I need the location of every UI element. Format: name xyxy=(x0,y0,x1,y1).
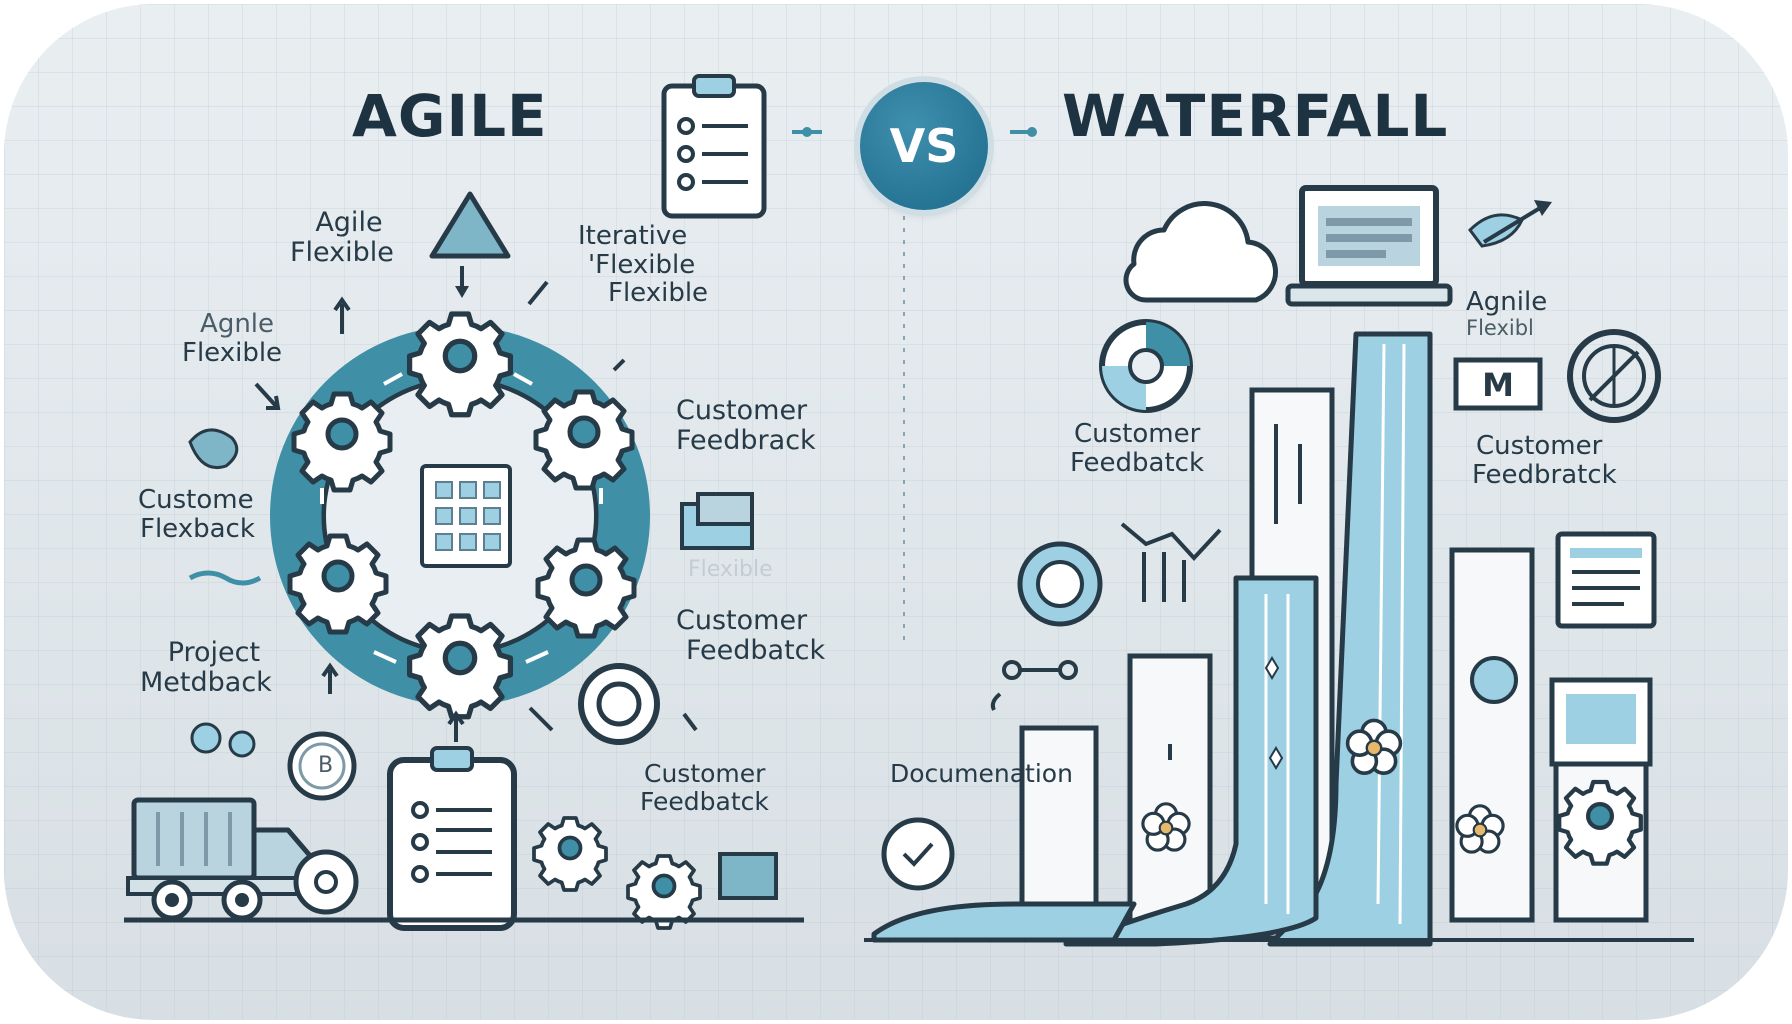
label-customer-feedback-3: Customer Feedbatck xyxy=(640,760,769,815)
label-line: Customer xyxy=(644,759,766,788)
label-line: Feedbratck xyxy=(1472,459,1617,490)
label-faded-flexible: Flexible xyxy=(688,557,773,582)
label-line: Project xyxy=(167,637,261,668)
label-line: Feedbatck xyxy=(640,786,769,816)
grid-board-icon xyxy=(420,464,512,568)
bar-marks xyxy=(1168,424,1518,760)
clipboard-icon xyxy=(387,746,517,931)
coin-icon xyxy=(287,731,359,915)
vs-badge: VS xyxy=(860,82,988,210)
label-line: Customer xyxy=(1476,431,1603,461)
label-iterative-flexible: Iterative 'Flexible Flexible xyxy=(578,222,708,308)
truck-icon xyxy=(126,797,320,921)
misc-icons-left xyxy=(188,428,262,758)
gear-icon xyxy=(532,816,702,930)
gear-icon xyxy=(1559,782,1641,864)
trend-chart-icon xyxy=(1120,522,1222,602)
label-line: Customer xyxy=(676,605,808,636)
label-line: Flexible xyxy=(290,236,394,268)
label-line: Flexible xyxy=(608,278,709,309)
laptop-icon xyxy=(1285,185,1453,307)
target-ring-icon xyxy=(578,663,660,745)
m-box-letter: M xyxy=(1482,366,1514,404)
label-line: Flexback xyxy=(140,513,255,544)
label-agile-flexible-top: Agile Flexible xyxy=(290,208,394,267)
compass-icon xyxy=(1567,329,1661,423)
illustration-layer: M xyxy=(124,74,1694,947)
label-line: Iterative xyxy=(578,221,688,251)
label-line: 'Flexible xyxy=(588,249,696,280)
label-wf-documentation: Documenation xyxy=(890,759,1073,788)
label-customer-feedback-2: Customer Feedbatck xyxy=(676,606,825,665)
label-line: Flexibl xyxy=(1466,315,1534,340)
triangle-icon xyxy=(429,191,511,298)
label-line: Custome xyxy=(138,485,254,515)
m-box-icon: M xyxy=(1453,357,1543,411)
flow-arrows xyxy=(254,280,698,742)
label-line: Metdback xyxy=(140,666,272,698)
label-line: Flexible xyxy=(182,337,283,368)
label-line: Agnile xyxy=(1466,287,1548,317)
label-wf-customer-feedback-left: Customer Feedbatck xyxy=(1070,420,1204,477)
label-line: Agnle xyxy=(200,309,275,339)
link-nodes-icon xyxy=(990,660,1078,711)
label-line: Customer xyxy=(1074,419,1201,449)
waterfall-title: WATERFALL xyxy=(1062,82,1449,150)
label-wf-customer-feedback-right: Customer Feedbratck xyxy=(1472,432,1617,489)
target-ring-icon xyxy=(1017,541,1103,627)
box-stack-icon xyxy=(680,492,778,900)
vs-connectors xyxy=(792,127,1037,137)
label-line: Customer xyxy=(676,395,808,426)
waterfall-stream-icon xyxy=(871,331,1433,947)
label-project-metdback: Project Metdback xyxy=(140,638,272,697)
growth-arrow-icon xyxy=(1468,200,1552,248)
document-icon xyxy=(1555,531,1657,629)
cloud-icon xyxy=(1123,201,1278,303)
coin-letter: B xyxy=(318,753,334,778)
check-badge-icon xyxy=(881,817,955,891)
label-line: Agile xyxy=(315,207,383,238)
label-line: Feedbrack xyxy=(676,424,816,456)
infographic-card: M xyxy=(4,4,1788,1020)
label-customer-feedback-1: Customer Feedbrack xyxy=(676,396,816,455)
label-wf-agnile-flexibl: Agnile Flexibl xyxy=(1466,288,1547,340)
pie-icon xyxy=(1099,319,1193,413)
clipboard-icon xyxy=(661,74,767,219)
label-line: Feedbatck xyxy=(686,634,826,666)
label-custome-flexback: Custome Flexback xyxy=(138,486,255,543)
agile-title: AGILE xyxy=(352,82,548,150)
label-line: Feedbatck xyxy=(1070,447,1205,478)
label-agnle-flexible: Agnle Flexible xyxy=(182,310,282,367)
vs-label: VS xyxy=(889,119,959,173)
